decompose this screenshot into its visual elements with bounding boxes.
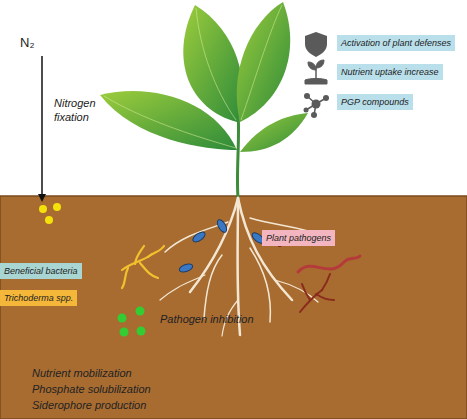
pathogen-fungus	[300, 274, 334, 312]
benefit-box: PGP compounds	[337, 94, 413, 110]
leaf-veins	[104, 5, 282, 148]
nitrogen-arrow	[41, 56, 43, 200]
pathogen-box: Plant pathogens	[262, 230, 335, 246]
process-label: Nitrogen fixation	[54, 96, 112, 124]
benefit-box: Activation of plant defenses	[337, 35, 455, 51]
nutrient-icon	[305, 60, 327, 84]
shield-icon	[305, 32, 327, 57]
process-label: Pathogen inhibition	[160, 312, 290, 326]
soil	[0, 196, 467, 419]
box-text: PGP compounds	[341, 95, 409, 109]
molecule-icon	[304, 93, 330, 118]
process-label: Nutrient mobilization	[32, 366, 232, 380]
trichoderma-hyphae	[122, 246, 164, 288]
box-text: Trichoderma spp.	[4, 291, 73, 305]
roots	[160, 198, 322, 336]
benefit-box: Nutrient uptake increase	[337, 64, 443, 80]
box-text: Nutrient uptake increase	[341, 65, 439, 79]
organism-box: Beneficial bacteria	[0, 263, 82, 279]
process-label: Siderophore production	[32, 398, 232, 412]
bacteria	[178, 218, 265, 273]
nitrogen-dots	[39, 203, 61, 224]
organism-box: Trichoderma spp.	[0, 290, 77, 306]
box-text: Plant pathogens	[266, 231, 331, 245]
gas-label: N₂	[20, 34, 60, 51]
leaves	[100, 2, 308, 152]
process-label: Phosphate solubilization	[32, 382, 232, 396]
pathogen-worm	[298, 256, 360, 272]
stem	[237, 112, 238, 198]
box-text: Beneficial bacteria	[4, 264, 78, 278]
box-text: Activation of plant defenses	[341, 36, 451, 50]
siderophore-dots	[118, 307, 146, 337]
